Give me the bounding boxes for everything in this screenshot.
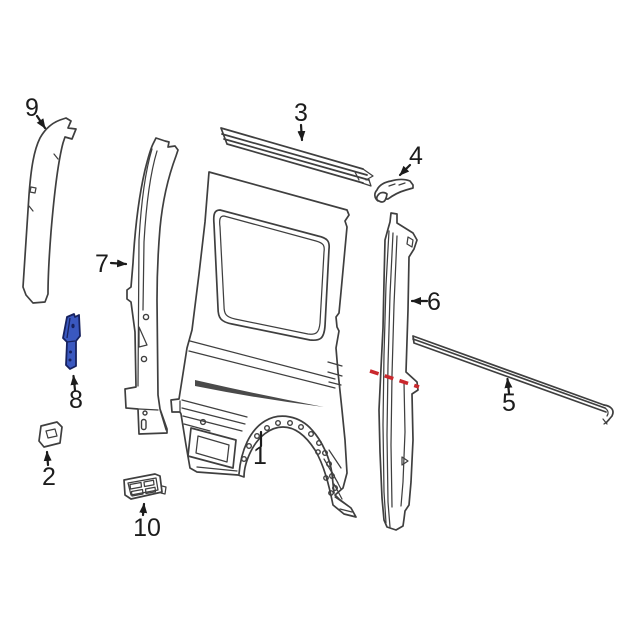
- wheel-arch-rivet-holes: [240, 420, 339, 496]
- callout-6-label: 6: [427, 288, 441, 316]
- window-opening: [212, 209, 331, 342]
- callout-3-label: 3: [294, 99, 308, 127]
- callout-3-arrow: [297, 123, 306, 142]
- part-6-rear-pillar: [378, 212, 419, 531]
- callout-2-label: 2: [42, 463, 56, 491]
- callout-2-arrow: [43, 450, 52, 467]
- part-8-highlighted-reinforcement: [62, 313, 81, 370]
- callout-5-label: 5: [502, 389, 516, 417]
- part-1-side-panel: [170, 171, 357, 518]
- callout-10-label: 10: [133, 514, 161, 542]
- sill-recess: [187, 427, 237, 469]
- callout-1-label: 1: [253, 442, 267, 470]
- part-10-vent-grille: [123, 473, 167, 500]
- part-5-belt-molding: [412, 335, 614, 425]
- callout-9-label: 9: [25, 94, 39, 122]
- part-3-roof-rail: [220, 127, 374, 187]
- red-dashed-cut-line: [369, 369, 420, 389]
- callout-4-label: 4: [409, 142, 423, 170]
- part-7-b-pillar: [124, 137, 179, 435]
- callout-4-arrow: [398, 163, 412, 177]
- callout-10-arrow: [139, 502, 148, 517]
- callout-5-arrow: [504, 377, 513, 395]
- part-9-pillar-trim: [22, 117, 77, 304]
- callout-7-label: 7: [95, 250, 109, 278]
- part-4-bracket: [374, 178, 414, 203]
- callout-9-arrow: [35, 114, 47, 130]
- callout-8-arrow: [70, 374, 79, 392]
- callouts: 9 7 3 4 6 5 1 8 2 10: [25, 94, 516, 542]
- part-2-clip: [38, 421, 63, 448]
- callout-8-label: 8: [69, 386, 83, 414]
- callout-7-arrow: [109, 259, 128, 268]
